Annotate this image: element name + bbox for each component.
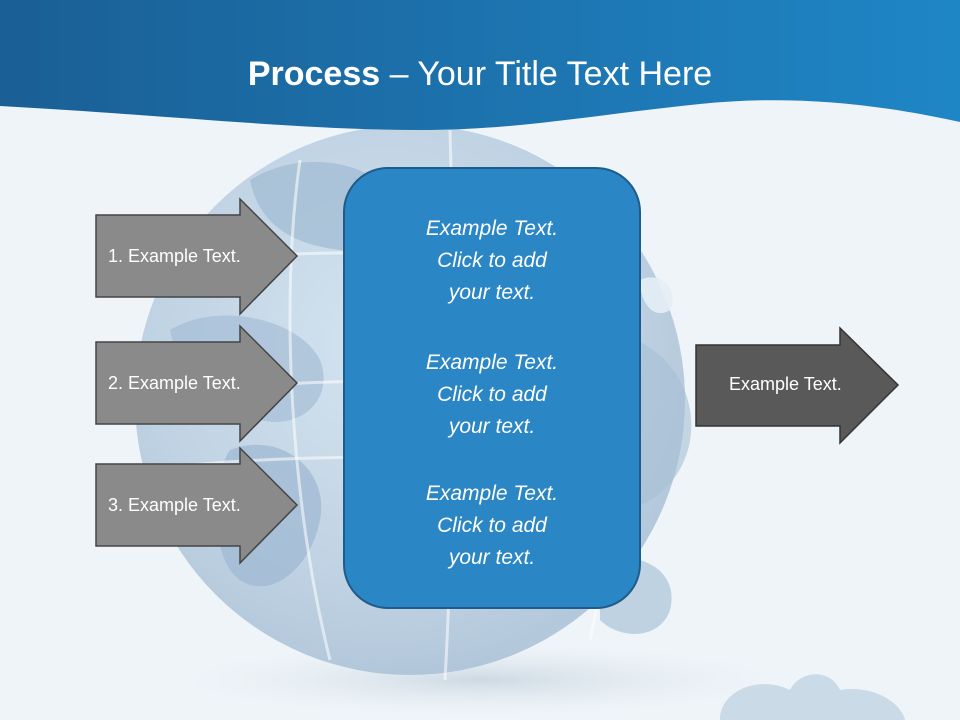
center-paragraph-1: Example Text. Click to add your text.: [344, 213, 640, 309]
process-arrow-3: [95, 446, 299, 565]
paragraph-line: Example Text.: [425, 482, 559, 505]
paragraph-line: Click to add: [437, 514, 547, 537]
arrow-3-label[interactable]: 3. Example Text.: [108, 495, 241, 515]
page-title: Process – Your Title Text Here: [0, 52, 960, 96]
header-band: [0, 0, 960, 130]
result-arrow: [695, 326, 900, 445]
paragraph-line: Click to add: [437, 249, 547, 272]
center-paragraph-3: Example Text. Click to add your text.: [344, 478, 640, 574]
arrow-1-label[interactable]: 1. Example Text.: [108, 246, 241, 266]
globe-shadow: [150, 640, 810, 720]
title-bold: Process: [247, 55, 381, 93]
paragraph-line: Example Text.: [425, 217, 559, 240]
center-paragraph-2: Example Text. Click to add your text.: [344, 347, 640, 443]
paragraph-line: your text.: [448, 415, 536, 438]
process-arrow-1: [95, 197, 299, 316]
arrow-2-label[interactable]: 2. Example Text.: [108, 373, 241, 393]
result-arrow-label[interactable]: Example Text.: [729, 374, 842, 394]
center-text-box[interactable]: Example Text. Click to add your text. Ex…: [344, 168, 640, 608]
puzzle-piece-decoration: [720, 674, 905, 720]
paragraph-line: Click to add: [437, 383, 547, 406]
paragraph-line: your text.: [448, 281, 536, 304]
process-arrow-2: [95, 324, 299, 443]
title-rest: – Your Title Text Here: [380, 55, 713, 93]
paragraph-line: your text.: [448, 546, 536, 569]
center-box-shape: [343, 167, 641, 609]
paragraph-line: Example Text.: [425, 351, 559, 374]
